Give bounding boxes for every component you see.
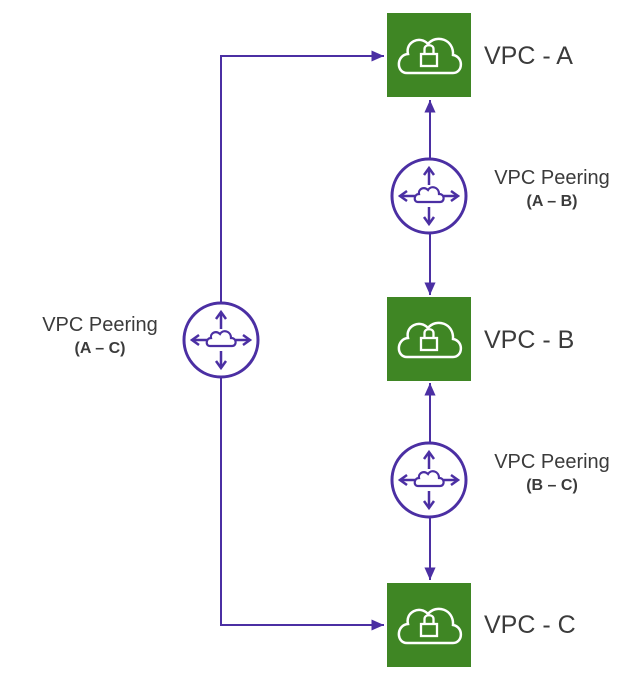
peering-router-icon [182,301,260,379]
peering-b-c-title: VPC Peering [494,451,610,473]
vpc-a-box [387,13,471,97]
peering-router-icon [390,441,468,519]
peering-a-b-label: VPC Peering (A – B) [482,167,622,211]
vpc-c-box [387,583,471,667]
vpc-c-label: VPC - C [484,611,576,639]
vpc-b-box [387,297,471,381]
vpc-b-label: VPC - B [484,326,575,354]
peering-b-c-label: VPC Peering (B – C) [482,451,622,495]
peering-a-c-title: VPC Peering [42,314,158,336]
vpc-a-label: VPC - A [484,42,573,70]
peering-b-c-pair: (B – C) [526,477,578,494]
peering-a-b-title: VPC Peering [494,167,610,189]
peering-a-c-label: VPC Peering (A – C) [30,314,170,358]
peering-router-icon [390,157,468,235]
peering-a-b-pair: (A – B) [526,193,578,210]
peering-a-c-pair: (A – C) [74,340,126,357]
